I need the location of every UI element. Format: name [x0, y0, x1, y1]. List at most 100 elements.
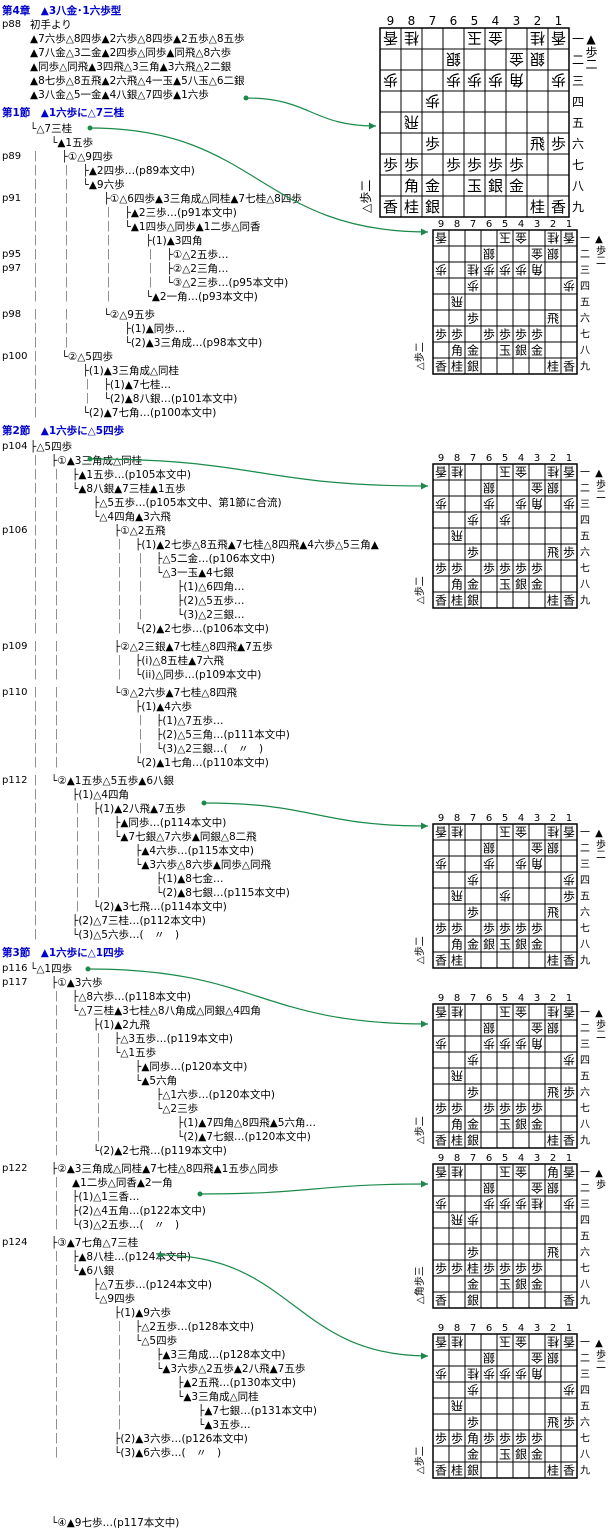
sente-piece: 金	[467, 1276, 479, 1291]
move-sequence: ｜ ｜ ｜ └(2)▲8七銀…(p115本文中)	[30, 887, 290, 899]
heading-text: 第3節 ▲1六歩に△1四歩	[2, 947, 125, 959]
sente-piece: 金	[425, 177, 440, 195]
file-number: 2	[550, 1323, 556, 1334]
sente-piece: 香	[563, 953, 575, 967]
file-number: 9	[387, 14, 395, 28]
sente-piece: 歩	[551, 135, 566, 153]
gote-piece: 歩	[435, 1197, 447, 1212]
move-sequence: ｜ ｜ ├▲1五歩…(p105本文中)	[30, 469, 191, 481]
gote-piece: 金	[515, 1335, 527, 1350]
gote-piece: 歩	[467, 1053, 479, 1068]
sente-piece: 歩	[499, 920, 511, 935]
gote-piece: 桂	[404, 29, 419, 47]
file-number: 6	[486, 1323, 492, 1334]
file-number: 5	[502, 993, 508, 1004]
sente-piece: 香	[435, 953, 447, 967]
file-number: 3	[534, 1153, 540, 1164]
gote-piece: 飛	[451, 1213, 463, 1227]
move-sequence: ▲8七歩△8五飛▲2六飛△4一玉▲5八玉△6二銀	[30, 75, 245, 87]
gote-piece: 歩	[483, 497, 495, 512]
move-sequence: ｜ ｜ ｜ └▲1四歩△同歩▲1二歩△同香	[30, 221, 261, 233]
move-sequence: ｜ ｜ ｜ ├(1)▲8七金…	[30, 873, 224, 885]
gote-piece: 銀	[446, 50, 461, 68]
sente-piece: 飛	[547, 545, 559, 559]
sente-piece: 玉	[499, 1277, 511, 1291]
rank-number: 六	[580, 1247, 590, 1259]
gote-piece: 歩	[499, 1367, 511, 1382]
file-number: 9	[438, 219, 444, 230]
file-number: 5	[502, 453, 508, 464]
sente-piece: 歩	[451, 560, 463, 575]
sente-piece: 歩	[499, 1430, 511, 1445]
sente-piece: 歩	[435, 1100, 447, 1115]
rank-number: 九	[580, 955, 590, 967]
gote-piece: 桂	[467, 1367, 479, 1382]
sente-piece: 歩	[563, 1084, 575, 1099]
rank-number: 三	[580, 1200, 590, 1211]
move-sequence: ｜ └△7三桂▲3七桂△8八角成△同銀△4四角	[30, 1005, 261, 1017]
sente-piece: 歩	[499, 1260, 511, 1275]
rank-number: 二	[580, 844, 590, 855]
sente-hand: ▲歩二	[594, 1008, 606, 1039]
rank-number: 三	[580, 500, 590, 511]
sente-piece: 金	[531, 1276, 543, 1291]
file-number: 9	[438, 453, 444, 464]
rank-number: 七	[580, 329, 590, 341]
gote-piece: 桂	[547, 231, 559, 246]
gote-piece: 歩	[467, 279, 479, 294]
gote-piece: 桂	[547, 825, 559, 840]
sente-piece: 銀	[515, 343, 527, 357]
sente-piece: 桂	[451, 1462, 463, 1477]
file-number: 7	[470, 453, 476, 464]
sente-piece: 歩	[467, 1244, 479, 1259]
sente-piece: 飛	[547, 1245, 559, 1259]
move-sequence: ｜ ├(1)△4四角	[30, 789, 129, 801]
sente-piece: 香	[563, 593, 575, 607]
file-number: 3	[534, 993, 540, 1004]
sente-piece: 桂	[547, 592, 559, 607]
move-sequence: ｜ ｜ └③△2六歩▲7七桂△8四飛	[30, 687, 238, 699]
gote-piece: 香	[563, 465, 575, 479]
sente-piece: 金	[531, 1446, 543, 1461]
page-ref: p112	[2, 775, 28, 786]
gote-piece: 歩	[488, 71, 503, 89]
move-sequence: ｜ ├(1)▲9六歩	[30, 1307, 171, 1319]
gote-piece: 歩	[499, 889, 511, 904]
file-number: 5	[502, 813, 508, 824]
gote-piece: 歩	[563, 279, 575, 294]
file-number: 8	[454, 453, 460, 464]
gote-piece: 歩	[435, 857, 447, 872]
sente-piece: 銀	[467, 1293, 479, 1307]
rank-number: 三	[580, 1370, 590, 1381]
gote-piece: 歩	[483, 857, 495, 872]
sente-piece: 歩	[488, 156, 503, 174]
sente-piece: 歩	[451, 1260, 463, 1275]
file-number: 6	[486, 453, 492, 464]
page-ref: p91	[2, 193, 22, 204]
file-number: 7	[470, 219, 476, 230]
sente-piece: 角	[547, 1165, 559, 1179]
gote-piece: 銀	[547, 841, 559, 855]
gote-piece: 金	[515, 1165, 527, 1180]
gote-piece: 玉	[499, 1335, 511, 1349]
file-number: 1	[566, 1153, 572, 1164]
gote-piece: 香	[563, 825, 575, 839]
sente-piece: 飛	[530, 135, 545, 153]
sente-piece: 歩	[531, 1100, 543, 1115]
sente-hand: ▲歩二	[594, 468, 606, 499]
sente-piece: 桂	[547, 952, 559, 967]
move-sequence: ｜ ｜ ├▲2四歩…(p89本文中)	[30, 165, 195, 177]
page-ref: p89	[2, 151, 22, 162]
gote-piece: 香	[435, 465, 447, 479]
sente-piece: 歩	[563, 1414, 575, 1429]
sente-piece: 銀	[467, 359, 479, 373]
sente-piece: 歩	[435, 1430, 447, 1445]
sente-piece: 歩	[435, 920, 447, 935]
sente-piece: 歩	[515, 920, 527, 935]
file-number: 5	[502, 1323, 508, 1334]
file-number: 7	[470, 813, 476, 824]
move-sequence: ｜ ｜ ├①△2五飛	[30, 525, 166, 537]
sente-piece: 角	[451, 343, 463, 357]
